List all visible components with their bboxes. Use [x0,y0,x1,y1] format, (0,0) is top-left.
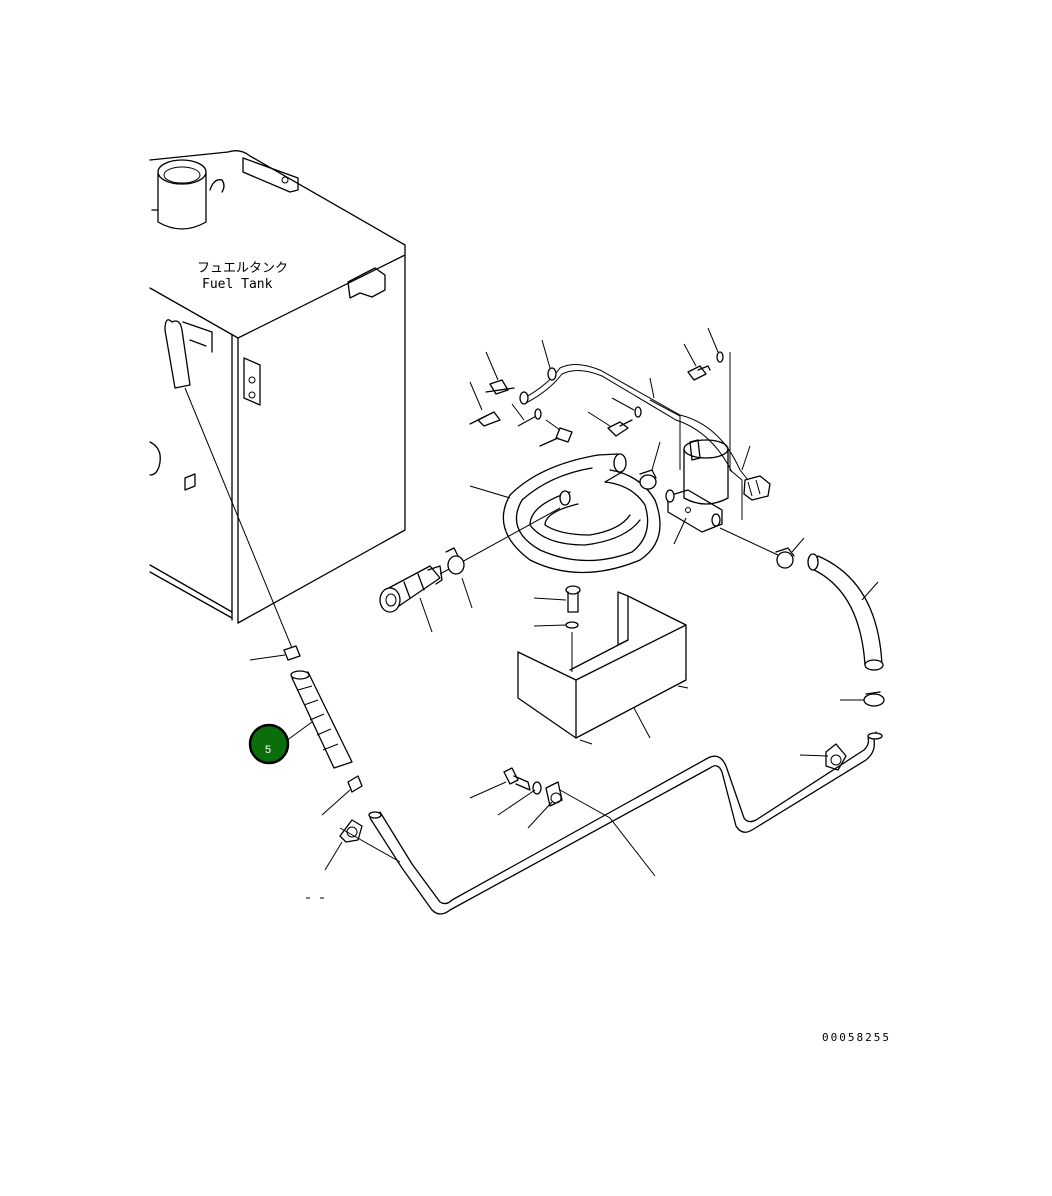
hose-clamp-upper [249,645,301,661]
tray-bolt [533,585,581,672]
coiled-hose [469,453,661,574]
pipe-clamp-mid [527,781,563,829]
pump-hose [807,553,884,671]
pipe-clamp-left [324,819,363,871]
callout-5-label: 5 [265,744,271,756]
clip-upper-left [469,351,515,427]
tank-label-en: Fuel Tank [202,277,273,292]
bolt-upper-3 [517,408,573,447]
bolt-upper-2 [587,397,642,437]
drawing-number: 00058255 [822,1031,891,1044]
fuel-pipe [339,731,883,915]
bolt-upper-1 [683,327,724,381]
clamp-pump-top [639,441,661,490]
pump-connector [741,445,771,501]
tank-label-jp: フュエルタンク [197,261,288,276]
pipe-clamp-right [799,743,847,771]
adapter-fitting [379,507,561,633]
clamp-lower-right [840,691,885,707]
clamp-adapter [445,547,473,609]
bolt-mid [469,767,542,816]
callout-5[interactable]: 5 [248,721,313,765]
tray [517,591,689,745]
hose-5 [290,670,353,769]
fuel-tank: フュエルタンク Fuel Tank [149,150,406,624]
fuel-pump [665,439,781,557]
clip-upper-right [511,339,655,421]
hose-clamp-lower [321,775,363,816]
callout-5-circle[interactable] [248,723,290,765]
clamp-pump-hose [775,537,805,569]
